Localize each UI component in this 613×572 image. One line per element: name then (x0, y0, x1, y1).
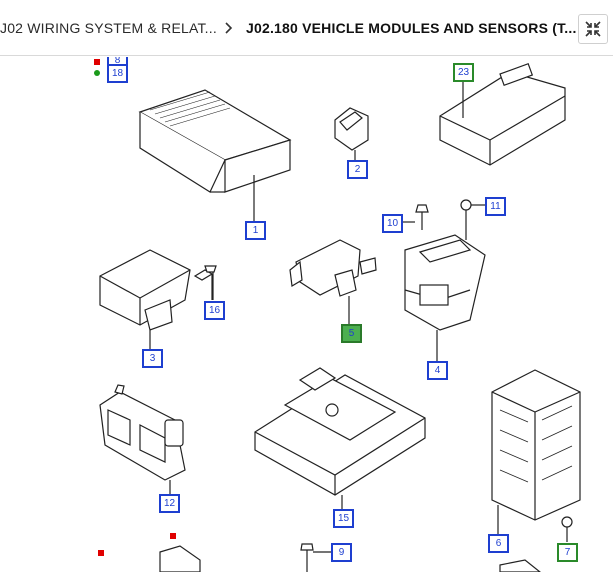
module-3-drawing (99, 249, 214, 350)
module-1-drawing (138, 89, 292, 222)
callout-16[interactable]: 16 (204, 301, 225, 320)
parts-illustration (99, 62, 581, 572)
callout-2[interactable]: 2 (347, 160, 368, 179)
fusebox-6-drawing (491, 369, 581, 536)
collapse-button[interactable] (578, 14, 608, 44)
callout-1[interactable]: 1 (245, 221, 266, 240)
nut-7-drawing (561, 516, 573, 542)
ecu-15-drawing (254, 367, 426, 510)
green-marker (94, 70, 100, 76)
breadcrumb-parent-link[interactable]: J02 WIRING SYSTEM & RELAT... (0, 20, 217, 36)
module-23-drawing (439, 62, 566, 166)
bolt-10-drawing (402, 204, 429, 230)
breadcrumb: J02 WIRING SYSTEM & RELAT... J02.180 VEH… (0, 0, 613, 56)
callout-10[interactable]: 10 (382, 214, 403, 233)
callout-7[interactable]: 7 (557, 543, 578, 562)
parts-diagram: 8 18 23 2 1 10 11 16 5 3 4 12 15 6 7 9 (0, 57, 613, 572)
red-marker (170, 533, 176, 539)
callout-18[interactable]: 18 (107, 64, 128, 83)
callout-4[interactable]: 4 (427, 361, 448, 380)
callout-15[interactable]: 15 (333, 509, 354, 528)
breadcrumb-current: J02.180 VEHICLE MODULES AND SENSORS (T..… (246, 20, 577, 36)
callout-6[interactable]: 6 (488, 534, 509, 553)
switch-2-drawing (334, 107, 369, 160)
bolt-9-drawing (300, 543, 333, 572)
callout-3[interactable]: 3 (142, 349, 163, 368)
chevron-right-icon (225, 22, 233, 34)
callout-5-selected[interactable]: 5 (341, 324, 362, 343)
sensor-5-drawing (289, 239, 377, 325)
module-4-drawing (404, 234, 486, 362)
red-marker (98, 550, 104, 556)
callout-12[interactable]: 12 (159, 494, 180, 513)
screw-16-drawing (204, 265, 217, 300)
module-12-drawing (99, 384, 186, 496)
callout-11[interactable]: 11 (485, 197, 506, 216)
bolt-11-drawing (460, 199, 485, 240)
callout-23[interactable]: 23 (453, 63, 474, 82)
callout-9[interactable]: 9 (331, 543, 352, 562)
red-marker (94, 59, 100, 65)
collapse-arrows-icon (585, 21, 601, 37)
